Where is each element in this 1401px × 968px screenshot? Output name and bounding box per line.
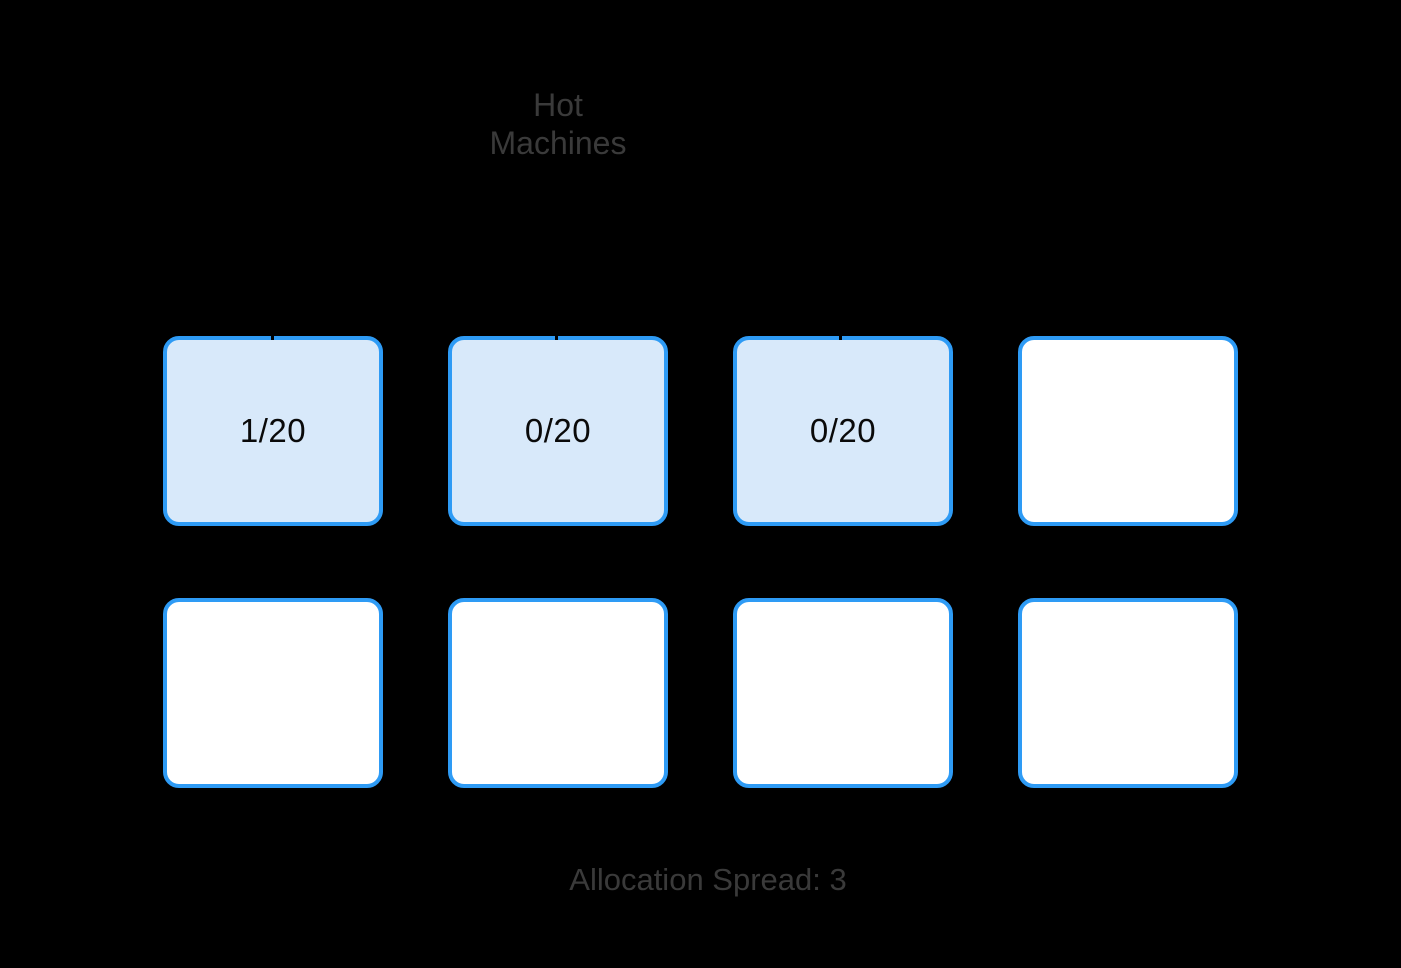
connector-arrow-remnant xyxy=(839,330,842,340)
machine-box xyxy=(163,598,383,788)
connector-arrow-remnant xyxy=(271,330,274,340)
machine-box xyxy=(733,598,953,788)
machine-box xyxy=(448,598,668,788)
machine-usage-label: 1/20 xyxy=(239,412,307,449)
machine-box xyxy=(1018,598,1238,788)
machine-box: 0/20 xyxy=(448,336,668,526)
machine-usage-label: 0/20 xyxy=(809,412,877,449)
machine-box: 1/20 xyxy=(163,336,383,526)
machine-box xyxy=(1018,336,1238,526)
machine-usage-label: 0/20 xyxy=(524,412,592,449)
connector-arrow-remnant xyxy=(555,330,558,340)
machine-box: 0/20 xyxy=(733,336,953,526)
allocation-spread-label: Allocation Spread: 3 xyxy=(569,862,847,897)
hot-machines-title: Hot Machines xyxy=(489,87,627,161)
